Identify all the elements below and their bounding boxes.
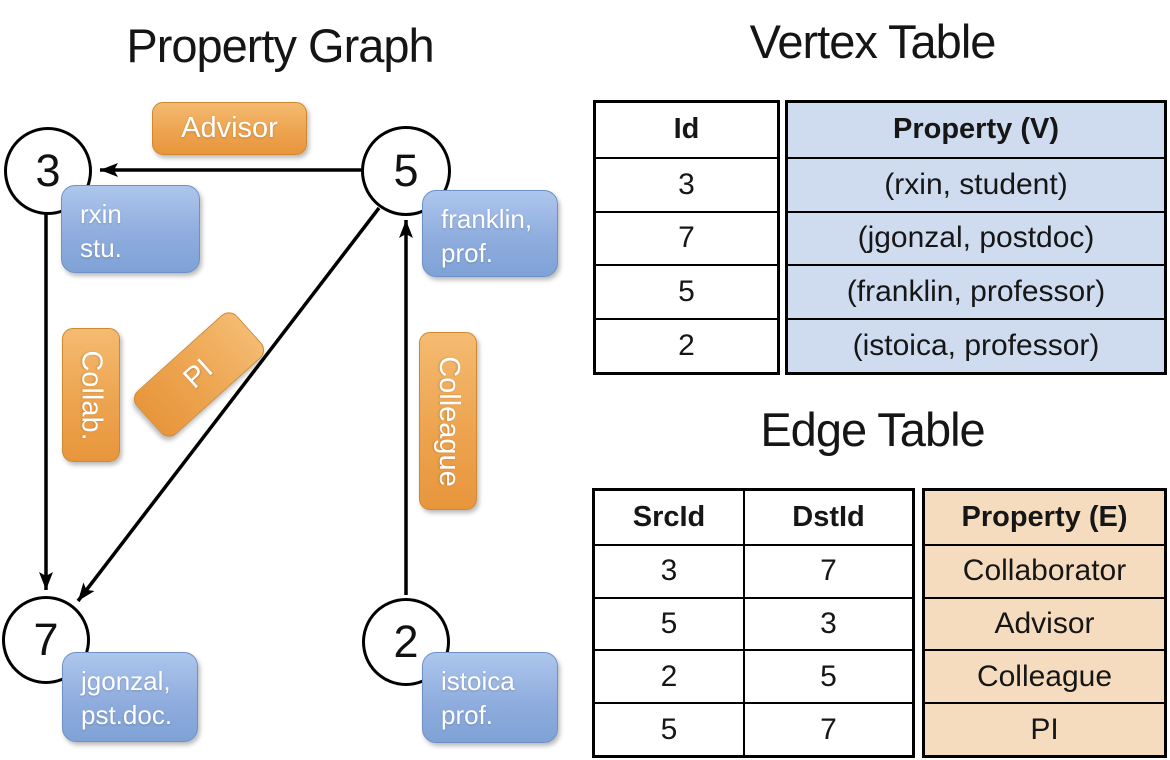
edge-row-property: PI <box>925 702 1164 755</box>
node-circle-5: 5 <box>361 126 451 216</box>
vertex-row-property: (rxin, student) <box>788 156 1164 211</box>
edge-5-to-7 <box>76 206 381 603</box>
edge-row-dst: 5 <box>743 649 912 703</box>
edge-label-advisor: Advisor <box>152 102 307 155</box>
edge-row-dst: 3 <box>743 596 912 650</box>
edge-row-property: Advisor <box>925 596 1164 650</box>
edge-table-id-columns: SrcId DstId 3 7 5 3 2 5 5 7 <box>592 488 915 758</box>
vertex-property-line2: stu. <box>80 233 122 263</box>
vertex-row-id: 2 <box>596 318 777 372</box>
node-id-7: 7 <box>33 614 59 665</box>
edge-row-src: 5 <box>595 702 743 755</box>
vertex-row-id: 7 <box>596 210 777 265</box>
edge-table-title: Edge Table <box>760 403 985 456</box>
edge-label-collab: Collab. <box>62 328 120 462</box>
vertex-property-box-3: rxin stu. <box>61 185 200 273</box>
edge-row-property: Colleague <box>925 649 1164 702</box>
vertex-property-box-7: jgonzal, pst.doc. <box>62 652 198 742</box>
edge-col-header-property: Property (E) <box>961 500 1128 533</box>
vertex-property-line2: prof. <box>441 700 494 730</box>
vertex-property-line1: istoica <box>441 666 515 696</box>
vertex-col-header-id: Id <box>673 113 700 146</box>
vertex-row-property: (jgonzal, postdoc) <box>788 210 1164 265</box>
edge-row-dst: 7 <box>743 702 912 755</box>
edge-row-src: 2 <box>595 649 743 702</box>
node-id-2: 2 <box>393 616 419 667</box>
vertex-table-id-column: Id 3 7 5 2 <box>593 100 780 375</box>
edge-label-text: PI <box>177 353 220 396</box>
property-graph-title: Property Graph <box>126 19 434 72</box>
node-circle-2: 2 <box>362 598 450 686</box>
vertex-row-id: 5 <box>596 264 777 318</box>
node-id-3: 3 <box>35 145 61 196</box>
vertex-property-line1: jgonzal, <box>81 666 171 696</box>
edge-label-text: Collab. <box>75 349 108 441</box>
edge-label-text: Colleague <box>432 355 465 487</box>
edge-row-src: 3 <box>595 543 743 597</box>
edge-row-property: Collaborator <box>925 543 1164 597</box>
vertex-row-property: (franklin, professor) <box>788 264 1164 318</box>
vertex-property-line1: franklin, <box>441 204 533 234</box>
edge-table: SrcId DstId 3 7 5 3 2 5 5 7 Property (E)… <box>592 488 1167 758</box>
edge-col-header-dst: DstId <box>743 491 912 544</box>
edge-col-header-src: SrcId <box>632 500 706 533</box>
vertex-property-line1: rxin <box>80 199 122 229</box>
vertex-property-line2: pst.doc. <box>81 700 173 730</box>
edge-row-src: 5 <box>595 596 743 650</box>
edge-table-property-column: Property (E) Collaborator Advisor Collea… <box>922 488 1167 758</box>
vertex-property-line2: prof. <box>441 238 494 268</box>
edge-row-dst: 7 <box>743 543 912 597</box>
edge-label-text: Advisor <box>181 112 278 144</box>
graph-edges <box>39 163 413 603</box>
node-id-5: 5 <box>393 145 419 196</box>
vertex-col-header-property: Property (V) <box>893 113 1059 146</box>
vertex-table-title: Vertex Table <box>749 15 997 68</box>
edge-label-colleague: Colleague <box>419 332 477 510</box>
vertex-property-box-2: istoica prof. <box>422 652 558 743</box>
vertex-table-property-column: Property (V) (rxin, student) (jgonzal, p… <box>785 100 1167 375</box>
vertex-row-property: (istoica, professor) <box>788 318 1164 372</box>
vertex-property-box-5: franklin, prof. <box>422 190 558 277</box>
vertex-table: Id 3 7 5 2 Property (V) (rxin, student) … <box>593 100 1167 375</box>
vertex-row-id: 3 <box>596 156 777 211</box>
